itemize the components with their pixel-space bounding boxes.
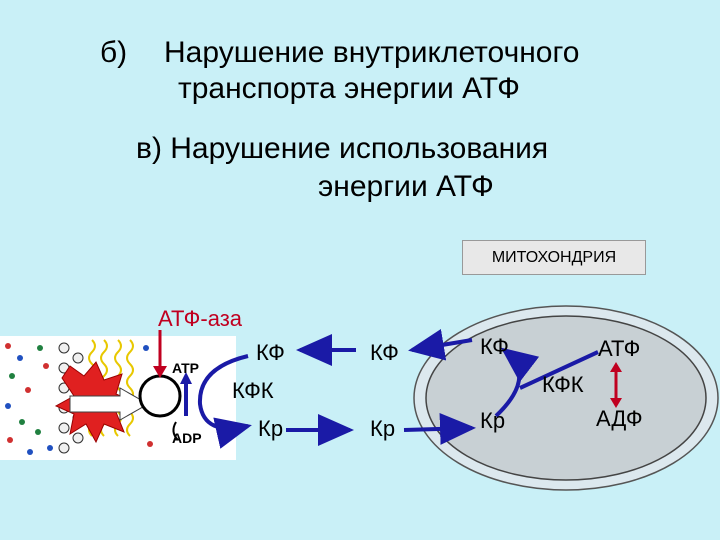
mito-atf-to-kf (519, 350, 599, 390)
atpase-arrowhead (153, 366, 167, 378)
label-kfk-left: КФК (232, 378, 274, 403)
label-kr-mito: Кр (480, 408, 506, 433)
atp-up-arrowhead (180, 372, 192, 384)
membrane-illustration: ATP ADP (0, 336, 236, 460)
label-kfk-mito: КФК (542, 372, 584, 397)
heading-c-line1: в) Нарушение использования (136, 132, 549, 165)
label-kf-left: КФ (256, 340, 285, 365)
arrow-kf-mito-to-mid (408, 328, 473, 361)
kf-to-adp-curve (197, 354, 252, 449)
label-kf-mid: КФ (370, 340, 399, 365)
mito-atf-adf-arrowhead-up (610, 362, 622, 372)
heading-b-line1: Нарушение внутриклеточного (164, 36, 580, 69)
mitochondrion-inner (425, 315, 707, 481)
label-kr-left: Кр (258, 416, 284, 441)
label-atf-mito: АТФ (598, 336, 641, 361)
atpase-label: АТФ-аза (158, 306, 243, 331)
adp-curve-arrow (172, 421, 179, 441)
label-kf-mito: КФ (480, 334, 509, 359)
mito-atf-adf-arrowhead-down (610, 398, 622, 408)
heading-b-marker: б) (100, 36, 128, 69)
label-adf-mito: АДФ (596, 406, 643, 431)
membrane-adp-label: ADP (172, 430, 202, 446)
mito-kr-to-kf-curve (494, 347, 540, 418)
arrow-kr-mid-to-mito (403, 412, 476, 445)
small-molecules (5, 343, 153, 455)
label-kr-mid: Кр (370, 416, 396, 441)
membrane-atp-label: ATP (172, 360, 199, 376)
membrane-drawing (5, 339, 192, 455)
transport-arrow (69, 387, 150, 421)
heading-b-line2: транспорта энергии АТФ (178, 72, 520, 105)
heading-c-line2: энергии АТФ (318, 170, 494, 203)
mitochondrion-label: МИТОХОНДРИЯ (462, 240, 646, 275)
